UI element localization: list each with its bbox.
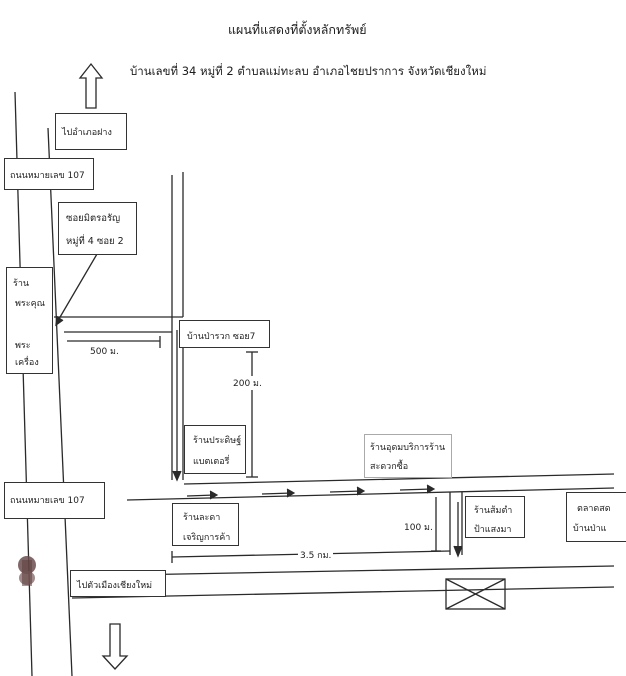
soi-mitr-arun-box: ซอยมิตรอรัญ หมู่ที่ 4 ซอย 2 xyxy=(58,202,137,255)
south-arrow-icon xyxy=(101,623,129,670)
distance-35-label: 3.5 กม. xyxy=(298,548,334,562)
east-road-bottom-edge xyxy=(126,487,615,501)
distance-500-label: 500 ม. xyxy=(88,344,121,358)
direction-arrows xyxy=(186,484,436,500)
to-chiangmai-box: ไปตัวเมืองเชียงใหม่ xyxy=(70,570,166,597)
highway-107-top-box: ถนนหมายเลข 107 xyxy=(4,158,94,190)
traffic-light-bottom-icon xyxy=(18,556,36,586)
east-road-top-edge xyxy=(183,473,615,485)
soi-leader-line xyxy=(55,253,98,325)
highway-107-bottom-box: ถนนหมายเลข 107 xyxy=(4,482,105,519)
highway-107-right-edge xyxy=(47,127,73,676)
shop-left-box: ร้าน พระคุณ พระ เครื่อง xyxy=(6,267,53,374)
distance-200-label: 200 ม. xyxy=(233,376,262,390)
map-title: แผนที่แสดงที่ตั้งหลักทรัพย์ xyxy=(228,22,367,37)
shop-right-box: ร้านส้มตำ ป้าแสงมา xyxy=(465,496,525,538)
shop-battery-box: ร้านประดิษฐ์ แบตเตอรี่ xyxy=(184,425,246,474)
market-box: ตลาดสด บ้านป่าแ xyxy=(566,492,626,542)
shop-service-box: ร้านอุดมบริการร้าน สะดวกซื้อ xyxy=(364,434,452,478)
distance-100-label: 100 ม. xyxy=(404,523,433,533)
down-arrow-head-icon xyxy=(172,470,182,482)
shop-trade-box: ร้านละดา เจริญการค้า xyxy=(172,503,239,546)
north-arrow-icon xyxy=(78,62,104,109)
property-marker xyxy=(445,578,506,610)
ban-pa-ruak-box: บ้านป่ารวก ซอย7 xyxy=(179,320,270,348)
down-arrow-right-icon xyxy=(453,545,463,558)
to-fang-box: ไปอำเภอฝาง xyxy=(55,113,127,150)
map-subtitle: บ้านเลขที่ 34 หมู่ที่ 2 ตำบลแม่ทะลบ อำเภ… xyxy=(130,64,487,78)
